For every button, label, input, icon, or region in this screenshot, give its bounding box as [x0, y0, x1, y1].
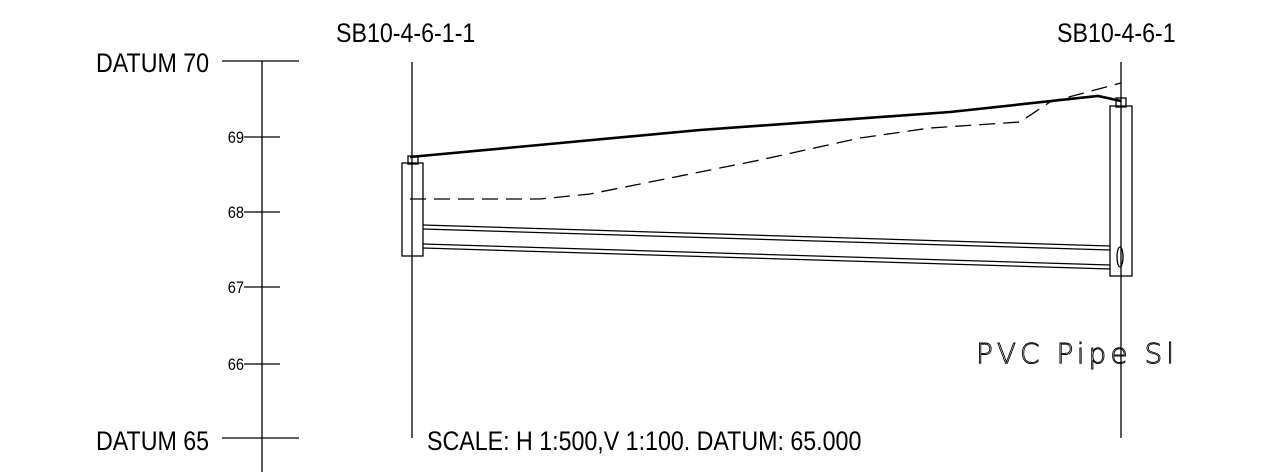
pipe-bottom-line	[422, 243, 1111, 266]
ground-level-line	[409, 94, 1122, 159]
manhole-left-label: SB10-4-6-1-1	[336, 18, 475, 48]
datum-top-label: DATUM 70	[96, 48, 209, 78]
pipe-label: PVC Pipe Sl	[976, 337, 1178, 370]
scale-note: SCALE: H 1:500,V 1:100. DATUM: 65.000	[427, 426, 861, 456]
datum-bottom-label: DATUM 65	[96, 426, 209, 456]
tick-label-66: 66	[228, 356, 244, 374]
pipe-top-line	[422, 224, 1111, 247]
manhole-right-chamber	[1109, 97, 1133, 277]
tick-label-67: 67	[228, 279, 244, 297]
pipe-bottom-line-inner	[422, 247, 1111, 270]
tick-label-69: 69	[228, 129, 244, 147]
existing-ground-dashed-line	[410, 82, 1122, 200]
manhole-right-label: SB10-4-6-1	[1057, 18, 1176, 48]
tick-label-68: 68	[228, 204, 244, 222]
pipe-top-line-inner	[422, 228, 1111, 251]
